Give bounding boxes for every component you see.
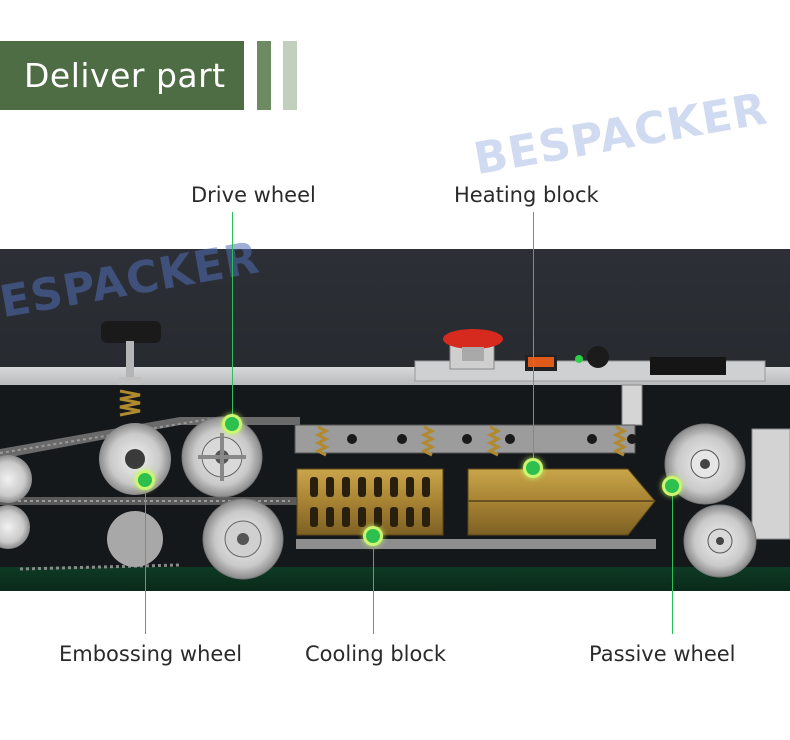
- label-cooling-block: Cooling block: [305, 642, 447, 666]
- brand-watermark: BESPACKER: [470, 83, 772, 186]
- marker-embossing-wheel: [135, 470, 155, 490]
- label-embossing-wheel: Embossing wheel: [59, 642, 243, 666]
- header-stripe-dark: [257, 41, 271, 110]
- label-heating-block: Heating block: [454, 183, 599, 207]
- leader-drive-wheel: [232, 212, 233, 424]
- marker-drive-wheel: [222, 414, 242, 434]
- leader-heating-block: [533, 212, 534, 468]
- leader-cooling-block: [373, 536, 374, 634]
- machine-photo: [0, 249, 790, 591]
- marker-passive-wheel: [662, 476, 682, 496]
- leader-embossing-wheel: [145, 480, 146, 634]
- marker-cooling-block: [363, 526, 383, 546]
- label-passive-wheel: Passive wheel: [589, 642, 736, 666]
- section-header-bar: [0, 41, 244, 110]
- marker-heating-block: [523, 458, 543, 478]
- label-drive-wheel: Drive wheel: [191, 183, 316, 207]
- section-title: Deliver part: [24, 56, 226, 95]
- header-stripe-light: [283, 41, 297, 110]
- leader-passive-wheel: [672, 486, 673, 634]
